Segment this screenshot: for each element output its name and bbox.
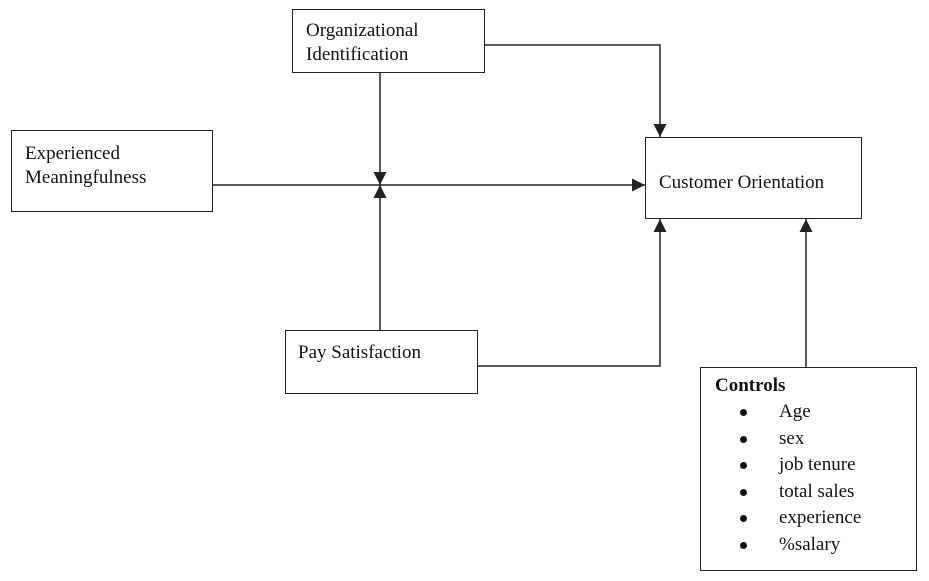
bullet-icon (740, 462, 747, 470)
node-experienced-meaningfulness-line2: Meaningfulness (25, 167, 147, 188)
controls-item-label: Age (779, 401, 811, 422)
node-pay-satisfaction-label: Pay Satisfaction (298, 342, 421, 363)
controls-item: Age (715, 399, 916, 426)
controls-item-label: job tenure (779, 454, 856, 476)
controls-item: %salary (715, 532, 916, 559)
edge-pay-satisfaction-to-customer-orientation (478, 219, 667, 367)
node-experienced-meaningfulness: Experienced Meaningfulness (11, 130, 213, 212)
node-controls: Controls Age sex job tenure total sales … (700, 367, 917, 571)
controls-item-label: %salary (779, 533, 841, 555)
controls-item: job tenure (715, 452, 916, 479)
controls-item-label: total sales (779, 480, 855, 502)
bullet-icon (740, 435, 747, 443)
node-organizational-identification-line2: Identification (306, 44, 409, 65)
node-experienced-meaningfulness-line1: Experienced (25, 143, 120, 164)
node-customer-orientation-label: Customer Orientation (659, 172, 825, 193)
controls-title: Controls (715, 375, 786, 396)
bullet-icon (740, 488, 747, 496)
controls-item: sex (715, 426, 916, 453)
bullet-icon (740, 515, 747, 523)
controls-list: Age sex job tenure total sales experienc… (715, 399, 916, 559)
controls-item-label: sex (779, 427, 805, 449)
edge-org-id-to-customer-orientation (485, 44, 667, 137)
bullet-icon (740, 409, 747, 416)
controls-item-label: experience (779, 507, 862, 529)
controls-item: total sales (715, 479, 916, 506)
controls-item: experience (715, 505, 916, 532)
node-customer-orientation: Customer Orientation (645, 137, 862, 219)
node-organizational-identification-line1: Organizational (306, 20, 419, 41)
node-pay-satisfaction: Pay Satisfaction (285, 330, 478, 394)
bullet-icon (740, 541, 747, 549)
node-organizational-identification: Organizational Identification (292, 9, 485, 73)
